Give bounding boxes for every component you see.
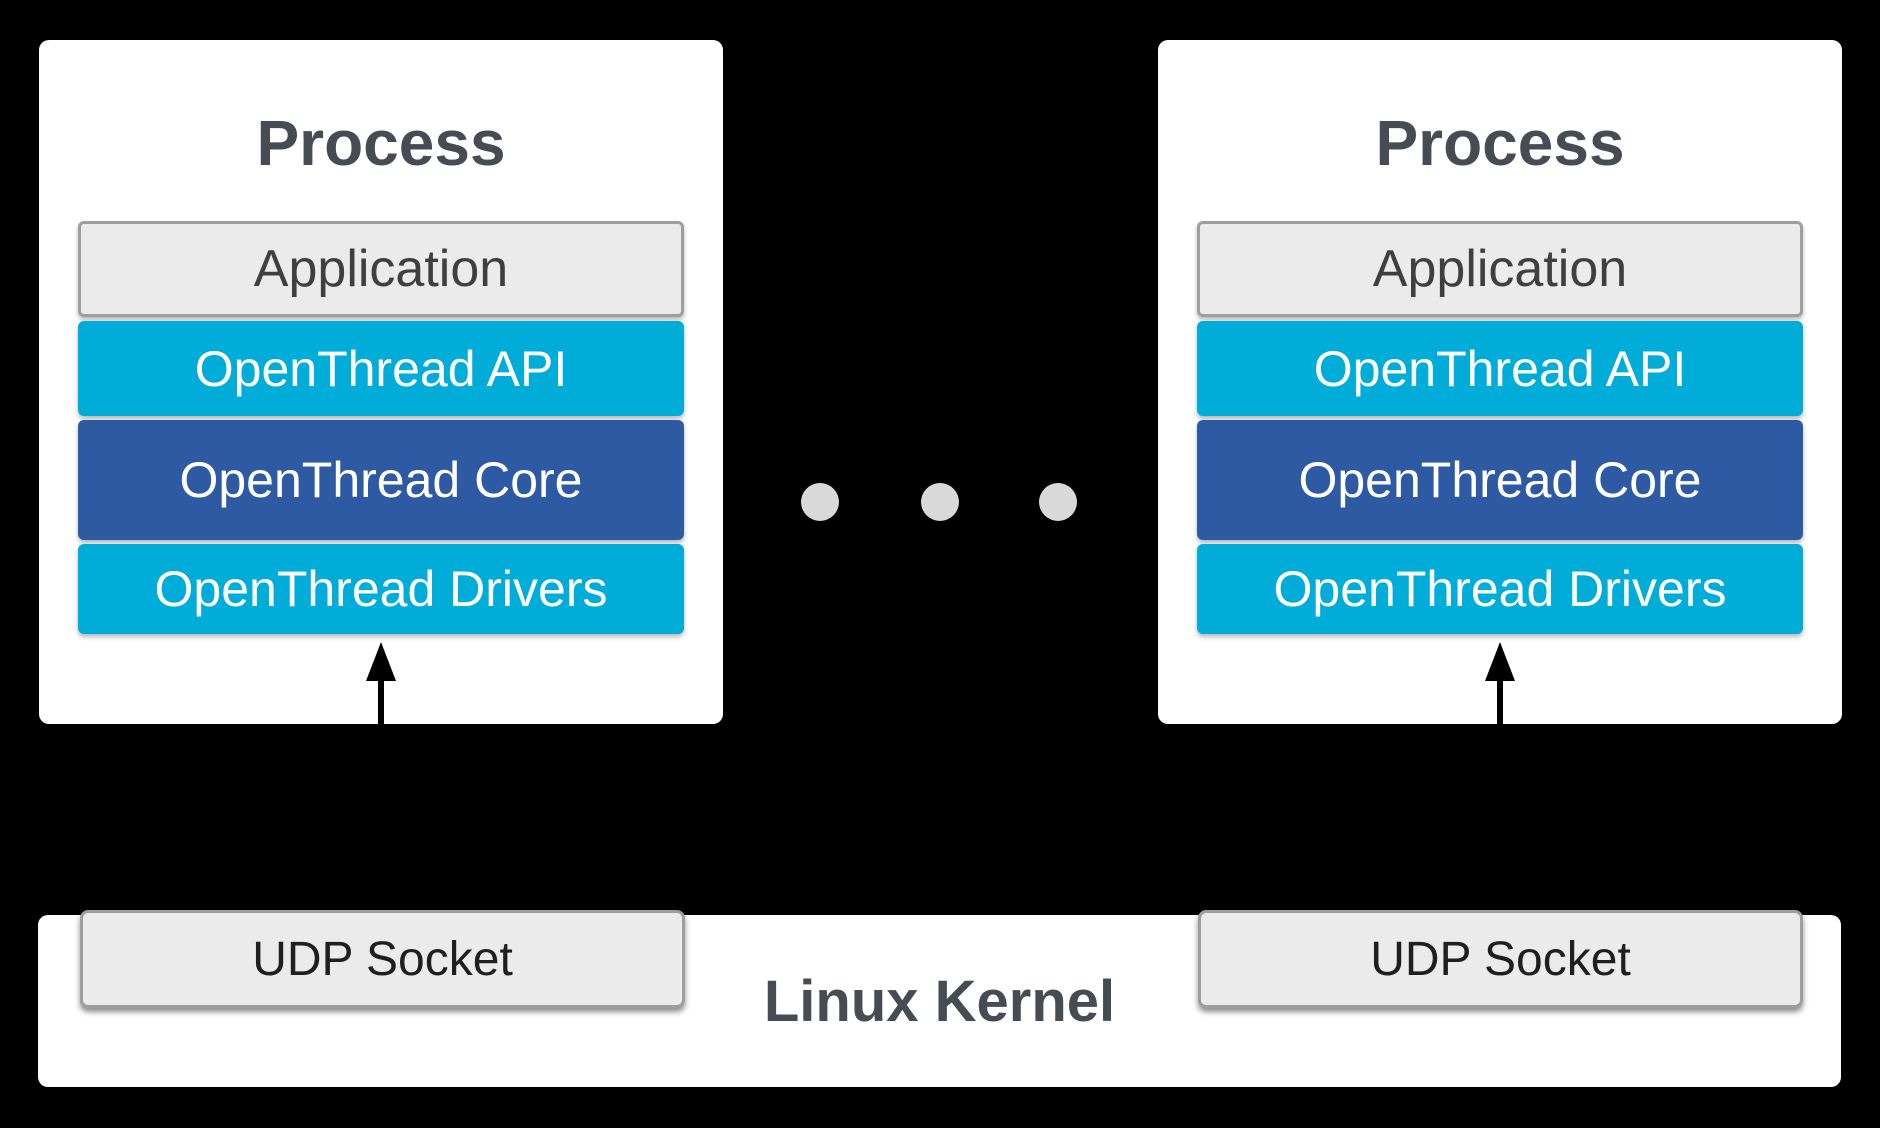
up-arrow-head-icon [1485,642,1515,681]
layer-application: Application [78,221,684,317]
udp-socket-box-right: UDP Socket [1198,910,1803,1008]
up-arrow-stem [378,676,384,724]
layer-openthread-drivers: OpenThread Drivers [78,544,684,634]
up-arrow-head-icon [366,642,396,681]
ellipsis-dot [921,483,959,521]
layer-openthread-core: OpenThread Core [78,420,684,540]
process-box-left: Process Application OpenThread API OpenT… [39,40,723,724]
udp-socket-box-left: UDP Socket [80,910,685,1008]
ellipsis-dot [801,483,839,521]
process-box-right: Process Application OpenThread API OpenT… [1158,40,1842,724]
linux-kernel-bar: Linux Kernel UDP Socket UDP Socket [38,910,1841,1087]
process-title: Process [1375,107,1625,179]
layer-openthread-core: OpenThread Core [1197,420,1803,540]
layer-openthread-api: OpenThread API [78,321,684,416]
up-arrow-stem [1497,676,1503,724]
layer-openthread-drivers: OpenThread Drivers [1197,544,1803,634]
layer-openthread-api: OpenThread API [1197,321,1803,416]
layer-application: Application [1197,221,1803,317]
process-title: Process [256,107,506,179]
linux-kernel-label: Linux Kernel [763,968,1116,1034]
ellipsis-dot [1039,483,1077,521]
